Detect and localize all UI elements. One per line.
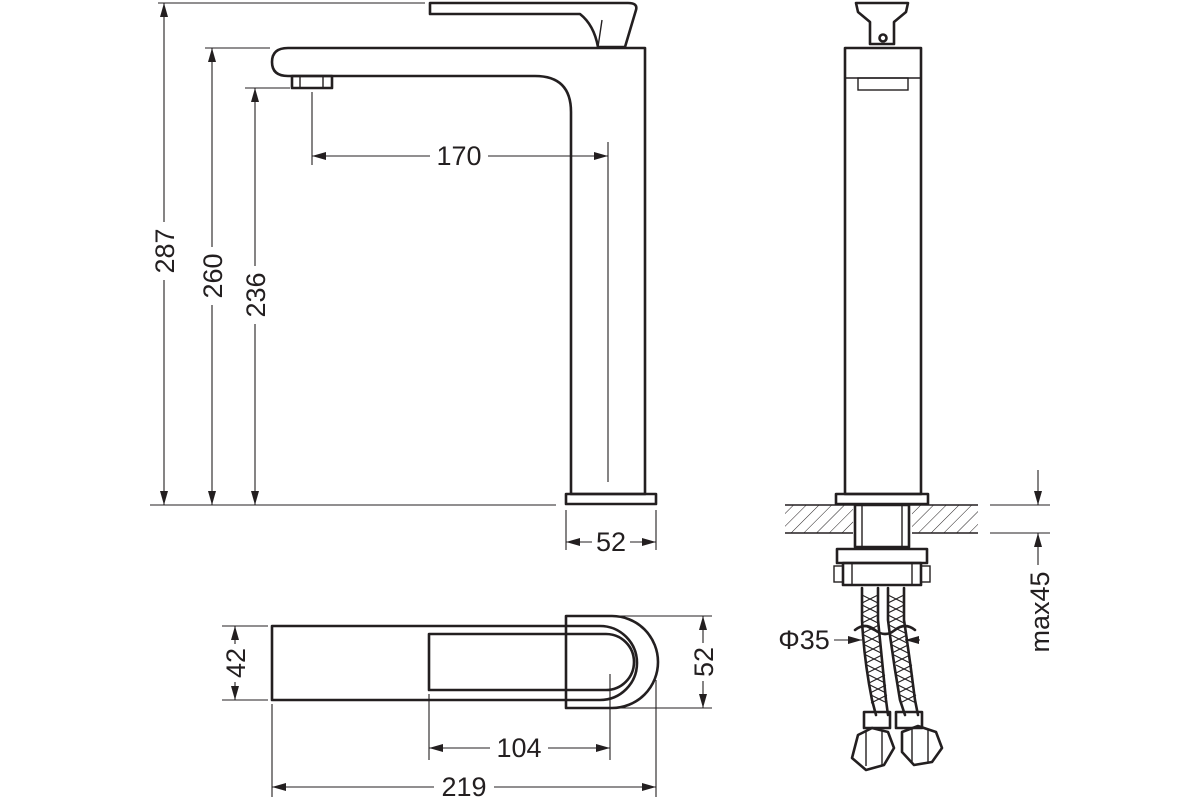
top-lever-slot — [427, 632, 636, 692]
countertop-left — [785, 505, 853, 533]
mounting-nut — [835, 547, 929, 565]
side-view — [785, 1, 978, 772]
top-handle-outline — [564, 614, 660, 710]
dim-total-height: 287 — [150, 228, 180, 273]
dim-body-depth-top: 42 — [221, 648, 251, 678]
dim-spout-reach: 170 — [436, 141, 481, 171]
hose-nut-left — [850, 726, 896, 772]
side-lever-handle — [854, 1, 910, 46]
dim-spout-height: 260 — [198, 253, 228, 298]
dim-total-length: 219 — [441, 772, 486, 800]
aerator — [290, 74, 334, 90]
lever-handle — [428, 1, 638, 49]
faucet-body-outline — [270, 46, 647, 496]
top-view-dimensions: 42 52 104 219 — [220, 615, 719, 800]
mounting-shank — [853, 503, 911, 549]
hose-nut-right — [900, 724, 944, 767]
dim-handle-length: 104 — [496, 733, 541, 763]
front-view — [270, 1, 658, 506]
dim-hole-diameter: Φ35 — [778, 625, 830, 655]
side-body — [843, 46, 923, 496]
top-body-outline — [270, 624, 639, 702]
braided-hoses — [850, 586, 944, 772]
side-view-dimensions: Φ35 max45 — [774, 470, 1055, 655]
dim-max-counter-thickness: max45 — [1025, 571, 1055, 652]
countertop-right — [912, 505, 978, 533]
top-view — [270, 614, 660, 710]
front-view-dimensions: 287 260 236 170 52 — [150, 2, 657, 557]
side-base-plate — [834, 492, 930, 506]
base-plate — [564, 492, 658, 506]
dim-handle-depth-top: 52 — [689, 647, 719, 677]
dim-outlet-height: 236 — [241, 272, 271, 317]
dim-base-width: 52 — [596, 527, 626, 557]
